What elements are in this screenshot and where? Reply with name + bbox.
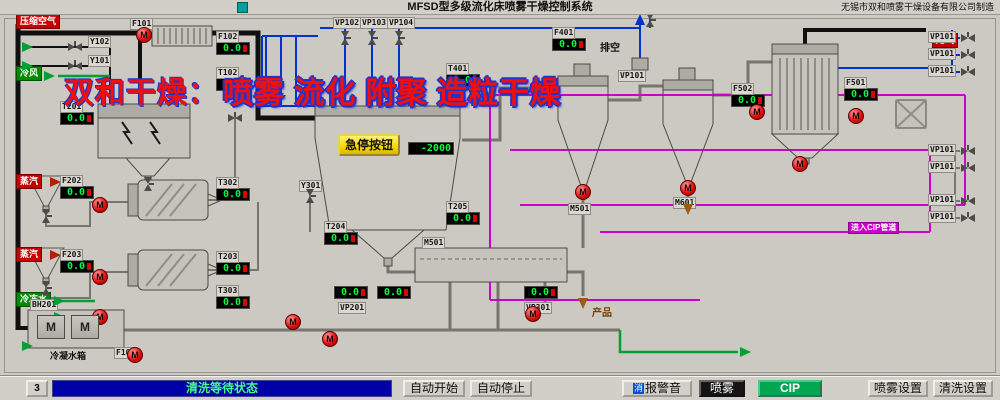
- app-icon: [237, 2, 248, 13]
- valve-icon[interactable]: [393, 30, 405, 46]
- mixer-icon[interactable]: M: [71, 315, 99, 339]
- valve-icon[interactable]: [40, 280, 52, 296]
- valve-icon[interactable]: [960, 32, 976, 44]
- page-title: MFSD型多级流化床喷雾干燥控制系统: [407, 1, 593, 13]
- valve-icon[interactable]: [960, 145, 976, 157]
- motor-icon[interactable]: M: [848, 108, 864, 124]
- valve-icon[interactable]: [960, 49, 976, 61]
- valve-icon[interactable]: [67, 41, 83, 53]
- valve-icon[interactable]: [339, 30, 351, 46]
- motor-icon[interactable]: M: [92, 269, 108, 285]
- valve-icon[interactable]: [960, 162, 976, 174]
- motor-icon[interactable]: M: [525, 306, 541, 322]
- motor-icon[interactable]: M: [322, 331, 338, 347]
- mixer-icon[interactable]: M: [37, 315, 65, 339]
- button-CIP[interactable]: CIP: [758, 380, 822, 397]
- button-清洗设置[interactable]: 清洗设置: [933, 380, 993, 397]
- motor-icon[interactable]: M: [92, 197, 108, 213]
- valve-icon[interactable]: [960, 195, 976, 207]
- emergency-stop-button[interactable]: 急停按钮: [338, 134, 400, 156]
- motor-icon[interactable]: M: [749, 104, 765, 120]
- motor-icon[interactable]: M: [680, 180, 696, 196]
- status-message: 清洗等待状态: [52, 380, 392, 397]
- valve-icon[interactable]: [67, 60, 83, 72]
- button-喷雾设置[interactable]: 喷雾设置: [868, 380, 928, 397]
- valve-icon[interactable]: [142, 176, 154, 192]
- mute-icon: 消: [632, 383, 644, 394]
- valve-icon[interactable]: [40, 208, 52, 224]
- valve-icon[interactable]: [960, 212, 976, 224]
- button-喷雾[interactable]: 喷雾: [699, 380, 745, 397]
- motor-icon[interactable]: M: [285, 314, 301, 330]
- valve-icon[interactable]: [366, 30, 378, 46]
- button-自动停止[interactable]: 自动停止: [470, 380, 532, 397]
- motor-icon[interactable]: M: [136, 27, 152, 43]
- process-diagram-background: [0, 14, 1000, 376]
- valve-icon[interactable]: [304, 188, 316, 204]
- title-bar: MFSD型多级流化床喷雾干燥控制系统 无锡市双和喷雾干燥设备有限公司制造: [0, 0, 1000, 15]
- page-indicator-button[interactable]: 3: [26, 380, 48, 397]
- motor-icon[interactable]: M: [127, 347, 143, 363]
- motor-icon[interactable]: M: [792, 156, 808, 172]
- valve-icon[interactable]: [227, 112, 243, 124]
- button-消报警音[interactable]: 消报警音: [622, 380, 692, 397]
- button-自动开始[interactable]: 自动开始: [403, 380, 465, 397]
- valve-icon[interactable]: [960, 66, 976, 78]
- motor-icon[interactable]: M: [575, 184, 591, 200]
- company-name: 无锡市双和喷雾干燥设备有限公司制造: [840, 2, 994, 12]
- status-bar: 3 清洗等待状态 自动开始自动停止 消报警音喷雾 CIP 喷雾设置清洗设置: [0, 376, 1000, 400]
